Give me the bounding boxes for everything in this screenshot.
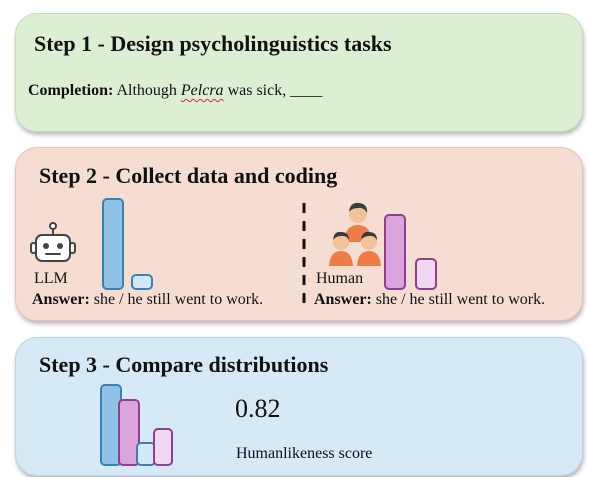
sentence-pre: Although: [116, 82, 177, 99]
completion-label: Completion:: [28, 82, 114, 99]
llm-answer-row: Answer: she / he still went to work.: [32, 291, 263, 309]
human-answer-text: she / he still went to work.: [375, 291, 546, 308]
human-label: Human: [316, 270, 364, 287]
divider-line: [302, 203, 306, 303]
llm-label: LLM: [34, 270, 68, 287]
compare-bar-2: [118, 399, 140, 466]
step2-panel: Step 2 - Collect data and coding LLM Hum…: [15, 147, 583, 321]
humanlikeness-score-label: Humanlikeness score: [236, 445, 373, 462]
human-bar-2: [415, 258, 437, 290]
human-distribution-chart: [384, 208, 444, 290]
sentence-blank: ____: [290, 82, 323, 99]
completion-sentence: Completion: Although Pelcra was sick, __…: [28, 82, 322, 100]
comparison-distribution-chart: [98, 381, 188, 466]
step2-title: Step 2 - Collect data and coding: [39, 163, 338, 188]
people-icon: [329, 202, 381, 266]
llm-bar-2: [131, 274, 153, 290]
human-bar-1: [384, 214, 406, 290]
step1-title: Step 1 - Design psycholinguistics tasks: [34, 31, 392, 56]
compare-bar-4: [153, 428, 173, 466]
llm-distribution-chart: [102, 198, 162, 290]
human-answer-label: Answer:: [314, 291, 372, 308]
llm-bar-1: [102, 198, 124, 290]
human-answer-row: Answer: she / he still went to work.: [314, 291, 545, 309]
llm-answer-text: she / he still went to work.: [93, 291, 264, 308]
robot-icon: [30, 222, 76, 262]
sentence-post: was sick,: [227, 82, 287, 99]
step1-panel: Step 1 - Design psycholinguistics tasks …: [15, 13, 583, 132]
step3-panel: Step 3 - Compare distributions 0.82 Huma…: [15, 337, 583, 476]
sentence-name: Pelcra: [180, 82, 224, 99]
llm-answer-label: Answer:: [32, 291, 90, 308]
humanlikeness-score-value: 0.82: [235, 394, 281, 423]
step3-title: Step 3 - Compare distributions: [39, 352, 329, 377]
